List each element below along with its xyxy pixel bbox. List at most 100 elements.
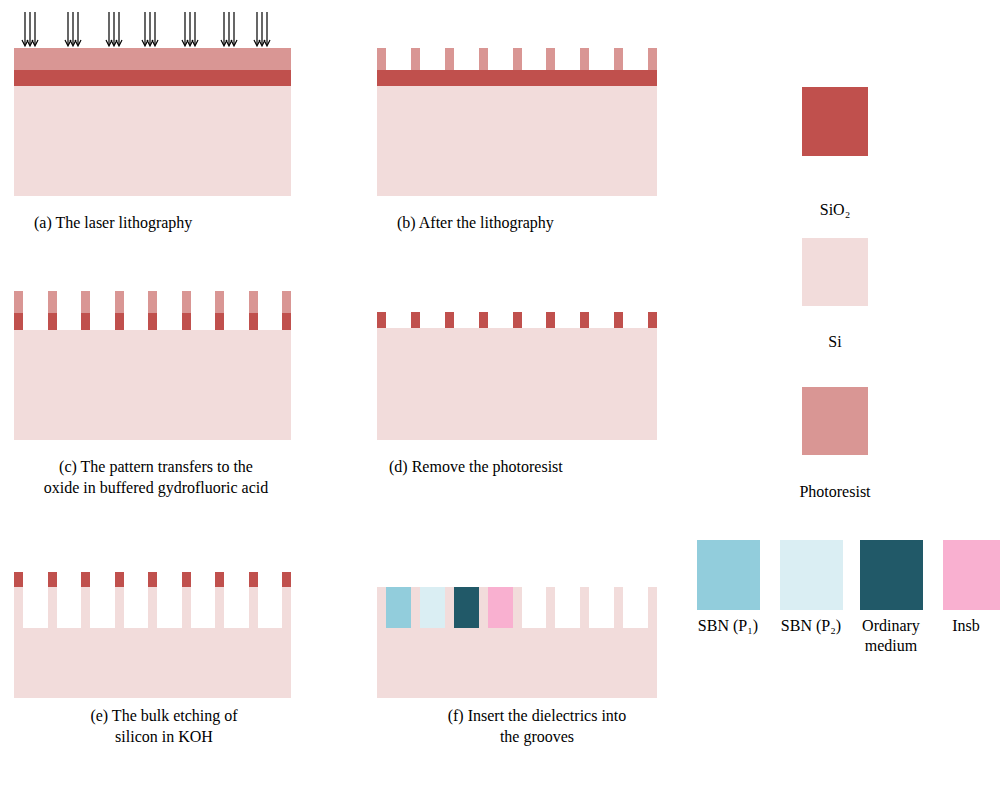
oxide-stub — [115, 313, 124, 330]
laser-arrow — [29, 12, 30, 45]
oxide-stub — [81, 313, 90, 330]
oxide-stub — [479, 312, 488, 328]
photoresist-stub — [215, 291, 224, 313]
photoresist-stub — [115, 291, 124, 313]
oxide-stub — [614, 312, 623, 328]
oxide-stub — [215, 572, 224, 587]
legend-label: SBN (P₁) — [688, 616, 768, 636]
legend-label: Photoresist — [760, 482, 910, 502]
photoresist-stub — [614, 48, 623, 70]
laser-arrow — [118, 12, 119, 45]
laser-arrowhead — [75, 40, 81, 46]
photoresist-stub — [282, 291, 291, 313]
silicon-wall — [148, 587, 157, 628]
silicon-wall — [479, 587, 488, 628]
step-caption: (b) After the lithography — [397, 212, 677, 233]
silicon-wall — [445, 587, 454, 628]
legend-label: Ordinary medium — [851, 616, 931, 656]
oxide-stub — [215, 313, 224, 330]
silicon-wall — [14, 587, 23, 628]
oxide-stub — [14, 572, 23, 587]
oxide-stub — [411, 312, 420, 328]
oxide-stub — [148, 313, 157, 330]
silicon-wall — [546, 587, 555, 628]
oxide-stub — [249, 572, 258, 587]
oxide-stub — [148, 572, 157, 587]
legend-swatch — [802, 387, 868, 455]
laser-arrow — [256, 12, 257, 45]
oxide-stub — [81, 572, 90, 587]
oxide-stub — [182, 572, 191, 587]
photoresist-stub — [445, 48, 454, 70]
photoresist-stub — [14, 291, 23, 313]
dielectric-fill — [488, 587, 513, 628]
laser-arrow — [149, 12, 150, 45]
laser-arrow — [144, 12, 145, 45]
oxide-stub — [48, 313, 57, 330]
oxide-stub — [115, 572, 124, 587]
oxide-layer — [377, 70, 657, 86]
laser-arrow — [266, 12, 267, 45]
silicon-wall — [81, 587, 90, 628]
photoresist-stub — [479, 48, 488, 70]
silicon-wall — [513, 587, 522, 628]
laser-arrowhead — [192, 40, 198, 46]
laser-arrow — [189, 12, 190, 45]
photoresist-stub — [81, 291, 90, 313]
oxide-layer — [14, 70, 291, 86]
step-caption: (e) The bulk etching of silicon in KOH — [74, 705, 254, 747]
photoresist-stub — [182, 291, 191, 313]
step-caption: (f) Insert the dielectrics into the groo… — [437, 705, 637, 747]
laser-arrow — [223, 12, 224, 45]
oxide-stub — [282, 313, 291, 330]
silicon-wall — [614, 587, 623, 628]
oxide-stub — [249, 313, 258, 330]
step-caption: (c) The pattern transfers to the oxide i… — [41, 456, 271, 498]
oxide-stub — [48, 572, 57, 587]
photoresist-layer — [14, 48, 291, 70]
legend-swatch — [860, 540, 923, 610]
oxide-stub — [282, 572, 291, 587]
legend-label: SBN (P₂) — [771, 616, 851, 636]
legend-label: SiO₂ — [760, 200, 910, 220]
photoresist-stub — [580, 48, 589, 70]
laser-arrow — [67, 12, 68, 45]
laser-arrowhead — [116, 40, 122, 46]
legend-label: Si — [760, 332, 910, 352]
silicon-substrate — [14, 330, 291, 440]
laser-arrowhead — [152, 40, 158, 46]
photoresist-stub — [411, 48, 420, 70]
laser-arrow — [113, 12, 114, 45]
step-caption: (d) Remove the photoresist — [389, 456, 669, 477]
photoresist-stub — [249, 291, 258, 313]
silicon-wall — [48, 587, 57, 628]
legend-swatch — [802, 87, 868, 156]
silicon-wall — [580, 587, 589, 628]
silicon-wall — [249, 587, 258, 628]
silicon-wall — [377, 587, 386, 628]
laser-arrow — [228, 12, 229, 45]
legend-swatch — [697, 540, 760, 610]
laser-arrowhead — [231, 40, 237, 46]
silicon-wall — [411, 587, 420, 628]
silicon-substrate — [14, 86, 291, 196]
photoresist-stub — [513, 48, 522, 70]
laser-arrowhead — [32, 40, 38, 46]
oxide-stub — [14, 313, 23, 330]
dielectric-fill — [386, 587, 411, 628]
photoresist-stub — [48, 291, 57, 313]
oxide-stub — [182, 313, 191, 330]
oxide-stub — [377, 312, 386, 328]
dielectric-fill — [420, 587, 445, 628]
laser-arrow — [184, 12, 185, 45]
legend-swatch — [780, 540, 843, 610]
silicon-wall — [648, 587, 657, 628]
photoresist-stub — [377, 48, 386, 70]
oxide-stub — [513, 312, 522, 328]
legend-swatch — [802, 238, 868, 306]
silicon-wall — [115, 587, 124, 628]
laser-arrow — [108, 12, 109, 45]
laser-arrow — [154, 12, 155, 45]
silicon-wall — [182, 587, 191, 628]
laser-arrow — [24, 12, 25, 45]
